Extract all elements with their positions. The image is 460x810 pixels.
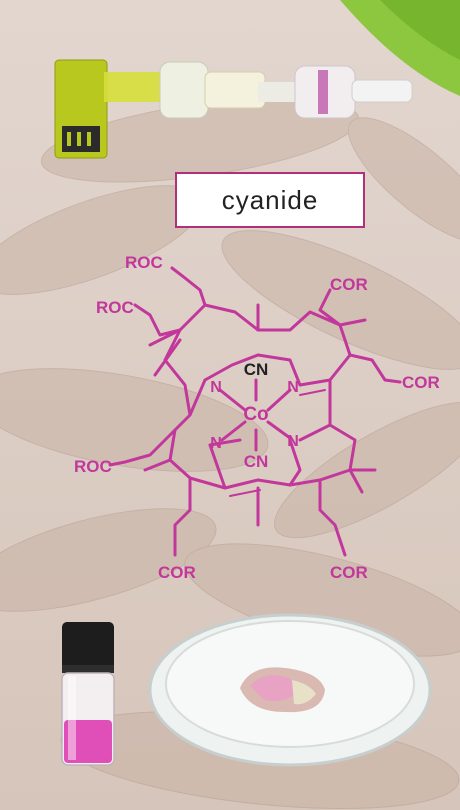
axial-bottom-cn: CN xyxy=(244,452,269,471)
leaf-icon xyxy=(340,0,460,96)
substituent-roc-2: ROC xyxy=(96,298,134,317)
cyanide-label: cyanide xyxy=(221,184,319,215)
nitrogen-3: N xyxy=(210,435,222,452)
substituent-roc-1: ROC xyxy=(125,253,163,272)
substituent-roc-3: ROC xyxy=(74,457,112,476)
axial-top-cn: CN xyxy=(244,360,269,379)
sensor-device-icon xyxy=(54,59,413,159)
nitrogen-2: N xyxy=(287,379,299,396)
substituent-cor-4: COR xyxy=(330,563,368,582)
cobalt-atom: Co xyxy=(243,404,268,425)
substituent-cor-2: COR xyxy=(402,373,440,392)
molecule-bonds xyxy=(108,266,402,557)
nitrogen-4: N xyxy=(287,433,299,450)
molecule-atom-labels: CN Co CN N N N N ROC ROC ROC COR COR COR… xyxy=(74,253,440,582)
cyanide-label-box: cyanide xyxy=(175,172,365,228)
substituent-cor-1: COR xyxy=(330,275,368,294)
nitrogen-1: N xyxy=(210,379,222,396)
substituent-cor-3: COR xyxy=(158,563,196,582)
